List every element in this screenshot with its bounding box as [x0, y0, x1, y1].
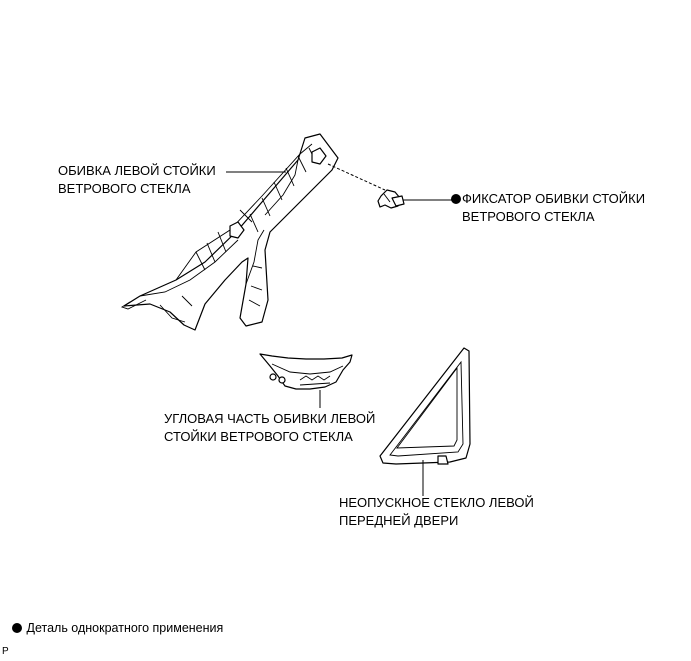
front-door-quarter-glass — [379, 347, 471, 465]
label-line-1: ОБИВКА ЛЕВОЙ СТОЙКИ — [58, 163, 216, 178]
label-line-2: ВЕТРОВОГО СТЕКЛА — [58, 181, 191, 196]
non-reusable-part-dot-icon — [451, 194, 461, 204]
label-line-1: НЕОПУСКНОЕ СТЕКЛО ЛЕВОЙ — [339, 495, 534, 510]
non-reusable-part-dot-icon — [12, 623, 22, 633]
label-front-door-quarter-glass: НЕОПУСКНОЕ СТЕКЛО ЛЕВОЙ ПЕРЕДНЕЙ ДВЕРИ — [339, 494, 534, 530]
label-pillar-garnish-corner-piece: УГЛОВАЯ ЧАСТЬ ОБИВКИ ЛЕВОЙ СТОЙКИ ВЕТРОВ… — [164, 410, 375, 446]
label-line-2: ВЕТРОВОГО СТЕКЛА — [462, 209, 595, 224]
label-windshield-pillar-garnish: ОБИВКА ЛЕВОЙ СТОЙКИ ВЕТРОВОГО СТЕКЛА — [58, 162, 216, 198]
legend: Деталь однократного применения — [12, 619, 223, 637]
pillar-garnish-corner-piece — [259, 353, 353, 390]
windshield-pillar-garnish — [120, 133, 339, 331]
label-line-2: ПЕРЕДНЕЙ ДВЕРИ — [339, 513, 459, 528]
windshield-pillar-garnish-clip — [377, 189, 405, 209]
label-line-2: СТОЙКИ ВЕТРОВОГО СТЕКЛА — [164, 429, 353, 444]
label-line-1: УГЛОВАЯ ЧАСТЬ ОБИВКИ ЛЕВОЙ — [164, 411, 376, 426]
legend-text: Деталь однократного применения — [26, 621, 224, 635]
label-line-1: ФИКСАТОР ОБИВКИ СТОЙКИ — [462, 191, 646, 206]
footer-code: P — [2, 646, 9, 657]
label-pillar-garnish-clip: ФИКСАТОР ОБИВКИ СТОЙКИ ВЕТРОВОГО СТЕКЛА — [451, 190, 645, 226]
